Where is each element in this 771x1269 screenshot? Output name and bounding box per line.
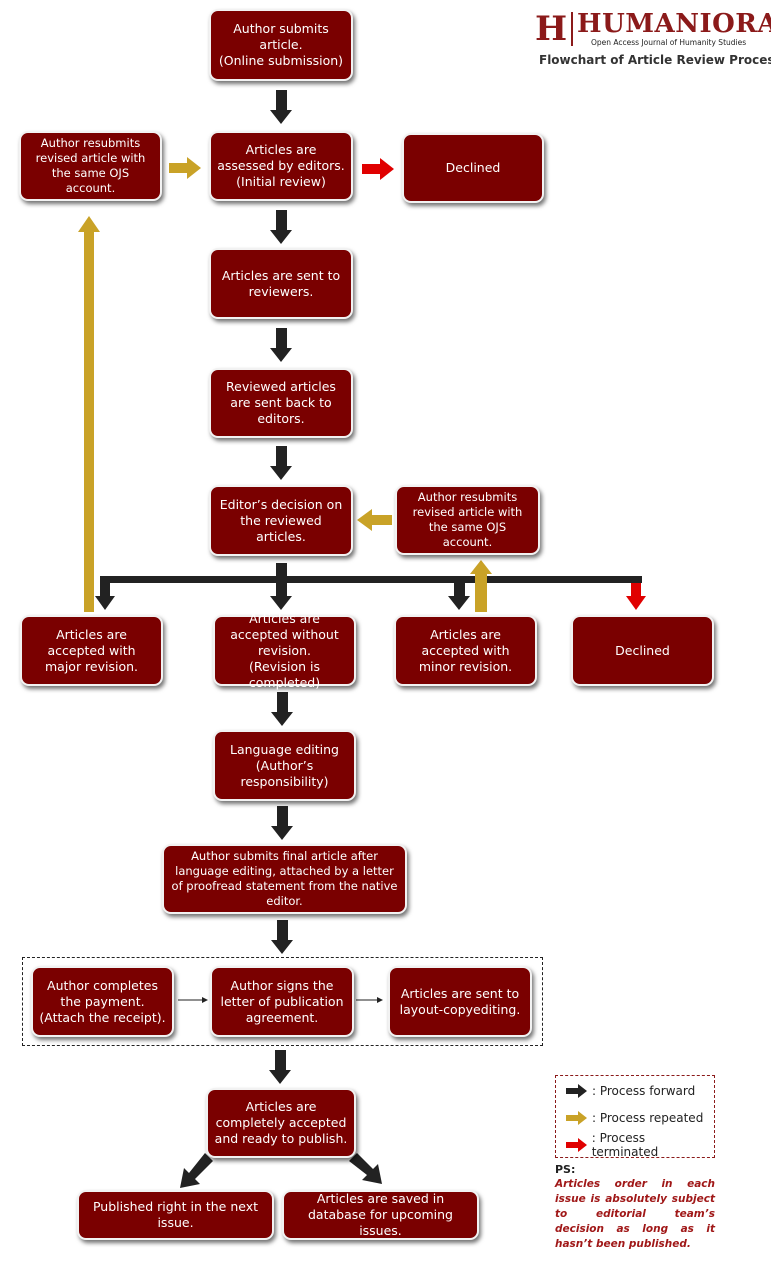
arrow-group-to-ready [269,1050,291,1084]
arrow-resubmit-to-decision [357,509,392,531]
node-major-revision: Articles are accepted with major revisio… [20,615,163,686]
arrow-minor-to-resubmit [470,560,492,612]
journal-subtitle: Open Access Journal of Humanity Studies [591,38,747,47]
arrow-reviewed-to-decision [270,446,292,480]
legend-forward: : Process forward [564,1082,695,1100]
branch-bar [100,576,642,583]
arrow-branch-declined [626,596,646,610]
node-initial-review: Articles are assessed by editors. (Initi… [209,131,353,201]
terminate-arrows [362,158,646,610]
node-saved-database: Articles are saved in database for upcom… [282,1190,479,1240]
legend-terminated: : Process terminated [564,1131,714,1159]
node-payment: Author completes the payment. (Attach th… [31,966,174,1037]
arrow-ready-to-published [180,1153,213,1188]
diagram-caption: Flowchart of Article Review Process [539,53,771,67]
terminate-arrow-icon [566,1138,587,1152]
arrow-language-to-final [271,806,293,840]
node-editor-decision: Editor’s decision on the reviewed articl… [209,485,353,556]
arrow-review-to-reviewers [270,210,292,244]
node-sent-reviewers: Articles are sent to reviewers. [209,248,353,319]
node-layout: Articles are sent to layout-copyediting. [388,966,532,1037]
ps-text: Articles order in each issue is absolute… [555,1178,715,1250]
node-published-next: Published right in the next issue. [77,1190,274,1240]
node-declined-final: Declined [571,615,714,686]
node-agreement: Author signs the letter of publication a… [210,966,354,1037]
arrow-submit-to-review [270,90,292,124]
arrow-ready-to-saved [349,1153,382,1184]
arrow-final-to-group [271,920,293,954]
arrow-resubmit-to-review [169,157,201,179]
forward-arrows [95,90,642,1188]
node-ready-publish: Articles are completely accepted and rea… [206,1088,356,1158]
logo-mark-icon: H [535,9,568,49]
arrow-branch-accepted [270,583,292,610]
node-declined-initial: Declined [402,133,544,203]
arrow-review-to-declined [362,158,394,180]
logo-separator [571,12,573,46]
repeat-arrows [78,157,492,612]
node-submit: Author submits article. (Online submissi… [209,9,353,81]
branch-stem [276,563,287,585]
journal-logo: H HUMANIORA Open Access Journal of Human… [533,8,771,72]
node-resubmit-major: Author resubmits revised article with th… [19,131,162,201]
legend-repeated: : Process repeated [564,1109,703,1127]
node-resubmit-minor: Author resubmits revised article with th… [395,485,540,555]
payment-group [22,957,543,1046]
arrow-major-to-resubmit [78,216,100,612]
arrow-branch-major [95,583,115,610]
legend: : Process forward : Process repeated : P… [555,1075,715,1159]
node-reviewed-back: Reviewed articles are sent back to edito… [209,368,353,438]
journal-name: HUMANIORA [577,9,771,39]
node-accepted-no-revision: Articles are accepted without revision. … [213,611,356,690]
arrow-reviewers-to-reviewed [270,328,292,362]
ps-note: PS: Articles order in each issue is abso… [555,1163,715,1252]
node-final-article: Author submits final article after langu… [162,844,407,914]
forward-arrow-icon [566,1084,587,1098]
node-language-editing: Language editing (Author’s responsibilit… [213,730,356,801]
ps-title: PS: [555,1163,576,1176]
node-minor-revision: Articles are accepted with minor revisio… [394,615,537,686]
repeat-arrow-icon [566,1111,587,1125]
arrow-accepted-to-language [271,692,293,726]
arrow-branch-minor [448,583,470,610]
